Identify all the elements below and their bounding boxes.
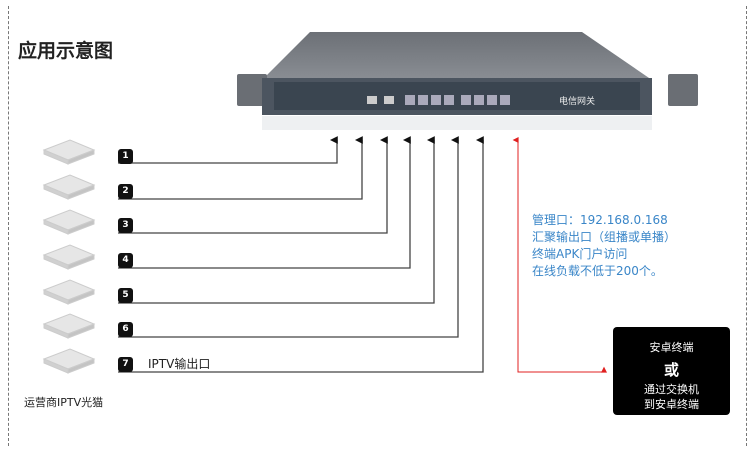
- page-title: 应用示意图: [18, 40, 114, 62]
- line-2: [118, 136, 363, 200]
- gateway-device: [237, 32, 698, 130]
- rack-ear-left: [237, 74, 267, 106]
- gateway-label: 电信网关: [559, 97, 596, 107]
- dashed-frame: [8, 6, 747, 446]
- terminal-line2: 通过交换机: [644, 383, 699, 396]
- mgmt-info: 管理口：192.168.0.168 汇聚输出口（组播或单播） 终端APK门户访问…: [532, 212, 676, 280]
- line-1: [118, 136, 338, 164]
- line-badge-5: 5: [118, 288, 133, 303]
- info-line: 管理口：192.168.0.168: [532, 213, 668, 227]
- line-badge-3: 3: [118, 218, 133, 233]
- console-port: [367, 96, 377, 104]
- iptv-output-label: IPTV输出口: [148, 357, 211, 371]
- mgmt-line: [512, 137, 607, 373]
- info-line: 汇聚输出口（组播或单播）: [532, 230, 677, 244]
- eth-ports: [405, 95, 510, 105]
- rack-ear-right: [668, 74, 698, 106]
- line-badge-1: 1: [118, 149, 133, 164]
- terminal-or: 或: [663, 361, 679, 379]
- line-6: [118, 136, 459, 338]
- line-badge-7: 7: [118, 357, 133, 372]
- android-terminal-box: 安卓终端 或 通过交换机 到安卓终端: [613, 327, 730, 415]
- line-badge-6: 6: [118, 322, 133, 337]
- connection-lines: [118, 136, 484, 373]
- line-5: [118, 136, 435, 304]
- line-7: [118, 136, 484, 373]
- info-line: 在线负载不低于200个。: [532, 264, 663, 278]
- modem-icons: [42, 139, 96, 374]
- info-line: 终端APK门户访问: [532, 247, 628, 261]
- line-3: [118, 136, 388, 234]
- terminal-line3: 到安卓终端: [644, 398, 699, 411]
- line-badge-2: 2: [118, 184, 133, 199]
- line-4: [118, 136, 411, 269]
- usb-port: [384, 96, 394, 104]
- modem-label: 运营商IPTV光猫: [24, 396, 104, 409]
- terminal-line1: 安卓终端: [649, 341, 694, 354]
- line-badge-4: 4: [118, 253, 133, 268]
